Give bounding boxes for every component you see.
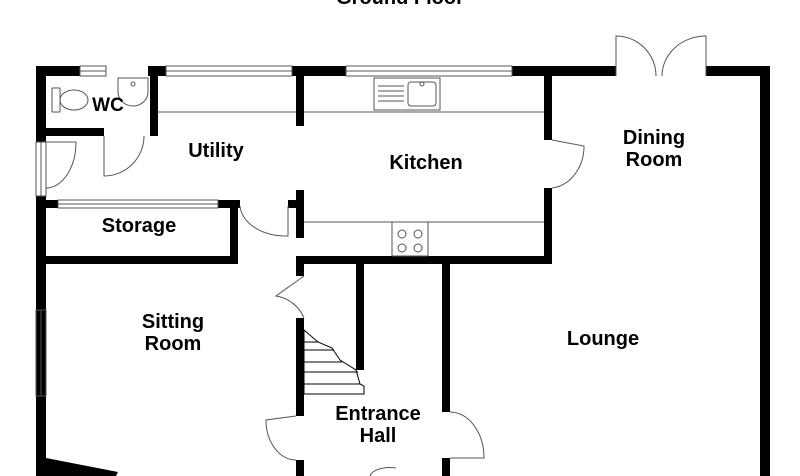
dining-french-door-right	[661, 35, 707, 77]
kitchen-sink	[373, 77, 441, 111]
room-label-lounge: Lounge	[553, 328, 653, 350]
utility-storage-door	[239, 205, 289, 237]
front-door	[369, 467, 397, 476]
dining-french-door-left	[615, 35, 657, 77]
room-name: Storage	[101, 215, 177, 237]
room-name: WC	[92, 95, 124, 116]
wc-fixtures	[51, 77, 149, 113]
room-label-dining: Dining Room	[604, 127, 704, 171]
worktops	[158, 111, 544, 223]
door-swings	[45, 35, 707, 476]
room-name: Utility	[188, 140, 244, 162]
room-label-utility: Utility	[166, 140, 266, 162]
toilet-cistern	[51, 87, 61, 113]
toilet-bowl	[59, 89, 89, 111]
room-name-line1: Entrance	[335, 403, 421, 425]
room-label-wc: WC	[86, 95, 130, 117]
lounge-door	[449, 411, 485, 459]
side-door	[45, 141, 77, 189]
wc-basin	[117, 77, 149, 107]
floor-title: Ground Floor	[300, 0, 500, 9]
room-name: Kitchen	[389, 152, 463, 174]
kitchen-hob	[391, 221, 429, 257]
room-label-hall: Entrance Hall	[323, 403, 433, 447]
room-name-line2: Room	[625, 149, 683, 171]
kitchen-dining-door	[551, 139, 585, 189]
room-name-line1: Sitting	[141, 311, 205, 333]
room-label-kitchen: Kitchen	[366, 152, 486, 174]
room-label-storage: Storage	[84, 215, 194, 237]
windows	[35, 65, 513, 397]
room-name: Lounge	[566, 328, 640, 350]
floor-title-text: Ground Floor	[300, 0, 500, 9]
room-name-line2: Hall	[359, 425, 397, 447]
room-name-line2: Room	[144, 333, 202, 355]
staircase	[303, 328, 365, 395]
wc-door	[103, 135, 145, 177]
sitting-room-door	[274, 275, 305, 319]
room-label-sitting: Sitting Room	[123, 311, 223, 355]
hall-sitting-door	[265, 415, 297, 461]
room-name-line1: Dining	[622, 127, 686, 149]
